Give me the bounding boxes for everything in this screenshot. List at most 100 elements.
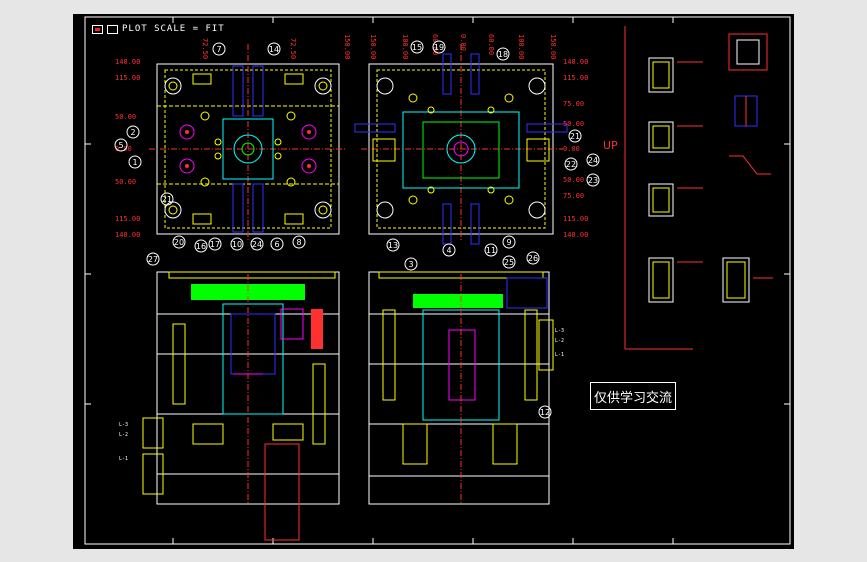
balloon-circle	[267, 42, 281, 56]
drawing-frame	[84, 16, 791, 545]
dim-label: 72.50	[289, 38, 297, 59]
dim-label: 115.00	[115, 74, 140, 82]
plot-icon[interactable]	[92, 24, 103, 34]
balloon-label: 19	[434, 43, 444, 52]
balloon-circle	[128, 155, 142, 169]
dim-label: 140.00	[115, 231, 140, 239]
dim-label: 0.00	[459, 34, 467, 51]
balloon-label: 24	[252, 240, 262, 249]
balloon-circle	[502, 255, 516, 269]
dim-label: 50.00	[563, 176, 584, 184]
balloon-circle	[126, 125, 140, 139]
frame-ticks	[85, 17, 790, 544]
balloon-circle	[432, 40, 446, 54]
balloon-circle	[292, 235, 306, 249]
section-label: L-3	[555, 328, 564, 334]
balloon-circle	[160, 192, 174, 206]
balloon-circle	[208, 237, 222, 251]
balloon-circle	[404, 257, 418, 271]
balloon-label: 12	[540, 408, 550, 417]
balloon-label: 1	[132, 158, 137, 167]
balloon-label: 4	[446, 246, 451, 255]
drawing-canvas: 140.00115.0050.000.0050.00115.00140.0072…	[84, 16, 791, 545]
balloon-label: 24	[588, 156, 598, 165]
dim-label: 50.00	[115, 178, 136, 186]
balloon-label: 21	[570, 132, 580, 141]
section-label: L-1	[119, 456, 128, 462]
dim-label: 100.00	[517, 34, 525, 59]
balloon-label: 2	[130, 128, 135, 137]
balloon-circle	[386, 238, 400, 252]
note-text: 仅供学习交流	[593, 390, 672, 406]
balloon-label: 26	[528, 254, 538, 263]
top-left-dimensions: 140.00115.0050.000.0050.00115.00140.0072…	[115, 38, 297, 239]
balloon-circle	[564, 157, 578, 171]
balloon-circle	[410, 40, 424, 54]
balloon-label: 14	[269, 45, 279, 54]
bottom-right-section-view	[368, 271, 554, 505]
balloon-label: 16	[196, 242, 206, 251]
dim-label: 75.00	[563, 192, 584, 200]
dim-label: 0.00	[115, 145, 132, 153]
dim-label: 150.00	[549, 34, 557, 59]
dim-label: 115.00	[563, 74, 588, 82]
note-box: 仅供学习交流	[590, 382, 676, 410]
up-label: UP	[603, 139, 618, 152]
balloon-circle	[172, 235, 186, 249]
balloon-circle	[496, 47, 510, 61]
balloon-circle	[146, 252, 160, 266]
dim-label: 60.00	[431, 34, 439, 55]
balloon-circle	[586, 173, 600, 187]
dim-label: 150.00	[343, 34, 351, 59]
section-label: L-3	[119, 422, 128, 428]
balloon-label: 5	[118, 141, 123, 150]
dim-label: 75.00	[563, 100, 584, 108]
balloon-label: 11	[486, 246, 496, 255]
dim-label: 150.00	[369, 34, 377, 59]
plot-header: PLOT SCALE = FIT	[92, 22, 225, 36]
balloon-label: 8	[296, 238, 301, 247]
window-icon[interactable]	[107, 24, 118, 34]
balloon-circle	[212, 42, 226, 56]
balloon-label: 15	[412, 43, 422, 52]
balloon-circle	[526, 251, 540, 265]
section-label: L-2	[555, 338, 564, 344]
balloon-circle	[538, 405, 552, 419]
top-left-plan-view	[149, 44, 347, 242]
balloon-label: 18	[498, 50, 508, 59]
balloon-label: 22	[566, 160, 576, 169]
cad-viewport[interactable]: PLOT SCALE = FIT	[73, 14, 794, 549]
balloon-label: 13	[388, 241, 398, 250]
section-label: L-1	[555, 352, 564, 358]
detail-panel	[624, 26, 773, 350]
balloon-circle	[114, 138, 128, 152]
dim-label: 140.00	[563, 231, 588, 239]
plot-scale-label: PLOT SCALE = FIT	[122, 24, 225, 34]
dim-label: 0.00	[563, 145, 580, 153]
dim-label: 72.50	[201, 38, 209, 59]
balloon-label: 27	[148, 255, 158, 264]
balloon-circle	[270, 237, 284, 251]
balloon-label: 7	[216, 45, 221, 54]
balloon-label: 21	[162, 195, 172, 204]
dim-label: 60.00	[487, 34, 495, 55]
balloon-circle	[502, 235, 516, 249]
balloon-circle	[230, 237, 244, 251]
dim-label: 115.00	[115, 215, 140, 223]
balloon-label: 10	[232, 240, 242, 249]
section-label: L-2	[119, 432, 128, 438]
dim-label: 100.00	[401, 34, 409, 59]
balloon-circle	[250, 237, 264, 251]
balloon-label: 23	[588, 176, 598, 185]
balloon-label: 6	[274, 240, 279, 249]
balloon-circle	[442, 243, 456, 257]
balloon-label: 9	[506, 238, 511, 247]
balloon-label: 20	[174, 238, 184, 247]
dim-label: 115.00	[563, 215, 588, 223]
balloon-label: 3	[408, 260, 413, 269]
dim-label: 50.00	[115, 113, 136, 121]
dim-label: 50.00	[563, 120, 584, 128]
balloon-circle	[484, 243, 498, 257]
balloon-label: 25	[504, 258, 514, 267]
